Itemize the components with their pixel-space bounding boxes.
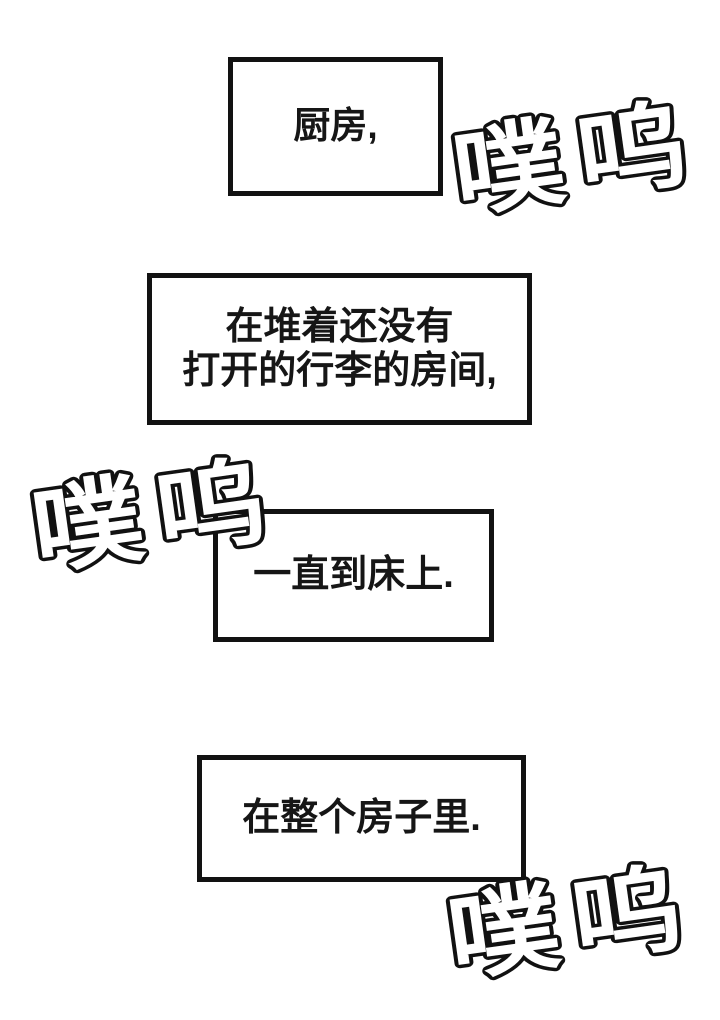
caption-panel-4: 在整个房子里.: [197, 755, 526, 882]
caption-text-2: 在堆着还没有 打开的行李的房间,: [182, 305, 497, 392]
caption-text-3: 一直到床上.: [253, 554, 454, 597]
caption-panel-1: 厨房,: [228, 57, 443, 196]
caption-text-1: 厨房,: [293, 105, 378, 147]
caption-text-4: 在整个房子里.: [242, 797, 481, 840]
sfx-text-bottom-right: 噗呜: [441, 852, 702, 993]
sfx-puwu-top-right: 噗呜: [419, 68, 720, 238]
caption-panel-2: 在堆着还没有 打开的行李的房间,: [147, 273, 532, 425]
sfx-text-top-right: 噗呜: [446, 88, 707, 229]
caption-panel-3: 一直到床上.: [213, 509, 494, 642]
sfx-puwu-bottom-right: 噗呜: [414, 832, 720, 1002]
